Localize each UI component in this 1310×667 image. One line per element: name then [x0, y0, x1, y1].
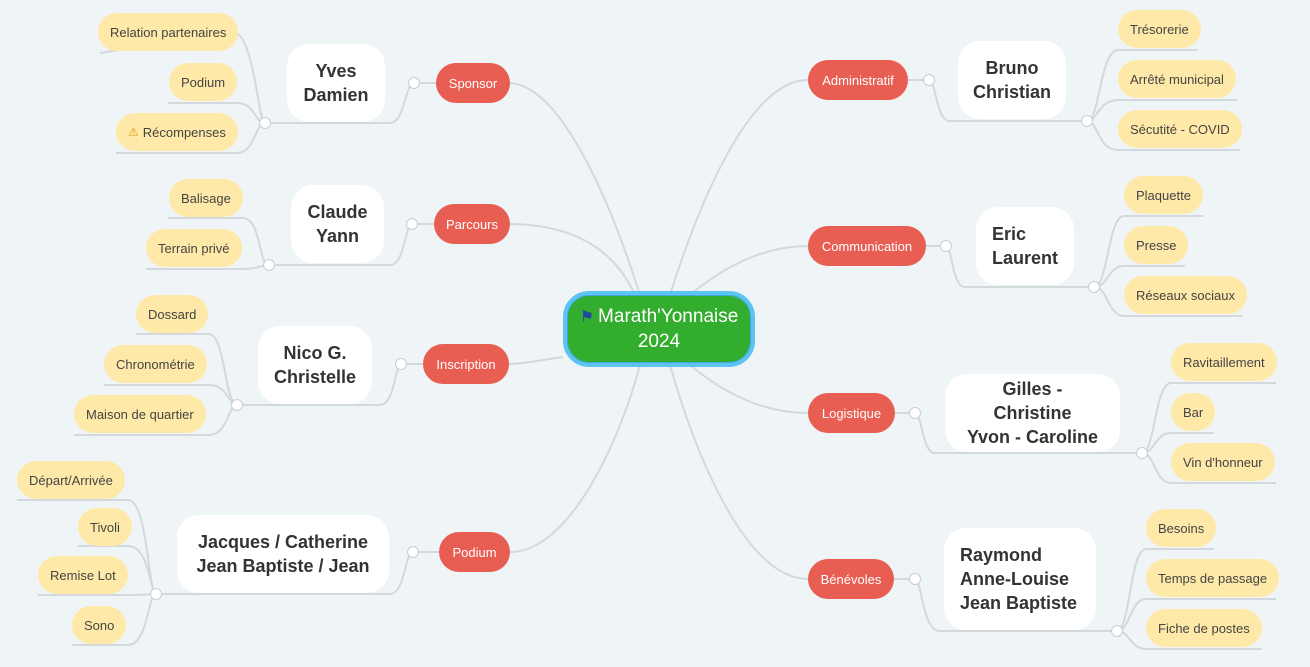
person-topic-administratif[interactable]: Bruno Christian: [958, 41, 1066, 119]
subtopic-chronometrie[interactable]: Chronométrie: [104, 345, 207, 383]
collapse-dot[interactable]: [395, 358, 407, 370]
subtopic-besoins[interactable]: Besoins: [1146, 509, 1217, 547]
person-name: Yves: [315, 61, 357, 81]
topic-communication[interactable]: Communication: [808, 226, 926, 266]
subtopic-bar[interactable]: Bar: [1171, 393, 1216, 431]
person-name: Jean Baptiste: [960, 593, 1078, 613]
collapse-dot[interactable]: [259, 117, 271, 129]
subtopic-presse[interactable]: Presse: [1124, 226, 1189, 264]
collapse-dot[interactable]: [923, 74, 935, 86]
person-name: Yvon - Caroline: [966, 427, 1099, 447]
person-name: Yann: [315, 226, 359, 246]
link-root-podium: [509, 364, 641, 553]
person-topic-inscription[interactable]: Nico G. Christelle: [258, 326, 372, 404]
link-root-benevoles: [669, 364, 809, 580]
person-name: Christelle: [273, 367, 357, 387]
subtopic-securite-covid[interactable]: Sécutité - COVID: [1118, 110, 1242, 148]
collapse-dot[interactable]: [940, 240, 952, 252]
flag-icon: ⚑: [579, 308, 595, 326]
person-name: Raymond: [960, 545, 1043, 565]
subtopic-relation-partenaires[interactable]: Relation partenaires: [98, 13, 239, 51]
subtopic-sono[interactable]: Sono: [72, 606, 127, 644]
subtopic-temps-de-passage[interactable]: Temps de passage: [1146, 559, 1280, 597]
subtopic-label: Récompenses: [142, 124, 226, 140]
person-topic-logistique[interactable]: Gilles - Christine Yvon - Caroline: [945, 374, 1120, 452]
person-topic-benevoles[interactable]: Raymond Anne-Louise Jean Baptiste: [944, 528, 1096, 630]
topic-logistique[interactable]: Logistique: [808, 393, 895, 433]
subtopic-arrete-municipal[interactable]: Arrêté municipal: [1118, 60, 1236, 98]
subtopic-maison-de-quartier[interactable]: Maison de quartier: [74, 395, 206, 433]
person-name: Claude: [307, 202, 368, 222]
subtopic-recompenses[interactable]: ⚠Récompenses: [116, 113, 238, 151]
subtopic-balisage[interactable]: Balisage: [169, 179, 243, 217]
collapse-dot[interactable]: [909, 407, 921, 419]
topic-parcours[interactable]: Parcours: [434, 204, 510, 244]
person-name: Bruno: [985, 58, 1039, 78]
collapse-dot[interactable]: [1088, 281, 1100, 293]
topic-administratif[interactable]: Administratif: [808, 60, 908, 100]
collapse-dot[interactable]: [1111, 625, 1123, 637]
person-name: Jean Baptiste / Jean: [196, 556, 370, 576]
collapse-dot[interactable]: [263, 259, 275, 271]
subtopic-depart-arrivee[interactable]: Départ/Arrivée: [17, 461, 125, 499]
person-topic-communication[interactable]: Eric Laurent: [976, 207, 1074, 285]
subtopic-fiche-de-postes[interactable]: Fiche de postes: [1146, 609, 1262, 647]
person-name: Christian: [973, 82, 1052, 102]
person-topic-sponsor[interactable]: Yves Damien: [287, 44, 385, 122]
subtopic-terrain-prive[interactable]: Terrain privé: [146, 229, 242, 267]
subtopic-reseaux-sociaux[interactable]: Réseaux sociaux: [1124, 276, 1247, 314]
root-title-text: Marath'Yonnaise: [598, 305, 739, 327]
person-topic-parcours[interactable]: Claude Yann: [291, 185, 384, 263]
subtopic-dossard[interactable]: Dossard: [136, 295, 209, 333]
topic-podium[interactable]: Podium: [439, 532, 510, 572]
person-name: Anne-Louise: [960, 569, 1070, 589]
link-root-parcours: [507, 223, 636, 296]
person-name: Eric: [992, 224, 1027, 244]
collapse-dot[interactable]: [1136, 447, 1148, 459]
subtopic-tresorerie[interactable]: Trésorerie: [1118, 10, 1201, 48]
link-root-administratif: [669, 79, 809, 296]
link-root-inscription: [507, 356, 564, 365]
root-topic[interactable]: ⚑Marath'Yonnaise 2024: [563, 291, 755, 367]
collapse-dot[interactable]: [407, 546, 419, 558]
person-name: Nico G.: [283, 343, 347, 363]
person-name: Laurent: [992, 248, 1059, 268]
person-name: Jacques / Catherine: [197, 532, 369, 552]
collapse-dot[interactable]: [408, 77, 420, 89]
subtopic-podium[interactable]: Podium: [169, 63, 238, 101]
collapse-dot[interactable]: [909, 573, 921, 585]
link-root-communication: [689, 245, 809, 296]
person-topic-podium[interactable]: Jacques / Catherine Jean Baptiste / Jean: [177, 515, 389, 593]
collapse-dot[interactable]: [406, 218, 418, 230]
warning-icon: ⚠: [128, 125, 139, 139]
link-root-logistique: [689, 364, 809, 414]
collapse-dot[interactable]: [1081, 115, 1093, 127]
topic-inscription[interactable]: Inscription: [423, 344, 509, 384]
subtopic-tivoli[interactable]: Tivoli: [78, 508, 132, 546]
subtopic-plaquette[interactable]: Plaquette: [1124, 176, 1203, 214]
person-name: Gilles - Christine: [993, 379, 1072, 423]
subtopic-ravitaillement[interactable]: Ravitaillement: [1171, 343, 1277, 381]
person-name: Damien: [303, 85, 369, 105]
collapse-dot[interactable]: [150, 588, 162, 600]
subtopic-vin-d-honneur[interactable]: Vin d'honneur: [1171, 443, 1275, 481]
topic-benevoles[interactable]: Bénévoles: [808, 559, 894, 599]
collapse-dot[interactable]: [231, 399, 243, 411]
root-title-line1: ⚑Marath'Yonnaise: [580, 305, 739, 330]
link-root-sponsor: [507, 82, 641, 296]
root-title-line2: 2024: [637, 330, 681, 352]
topic-sponsor[interactable]: Sponsor: [436, 63, 510, 103]
subtopic-remise-lot[interactable]: Remise Lot: [38, 556, 128, 594]
